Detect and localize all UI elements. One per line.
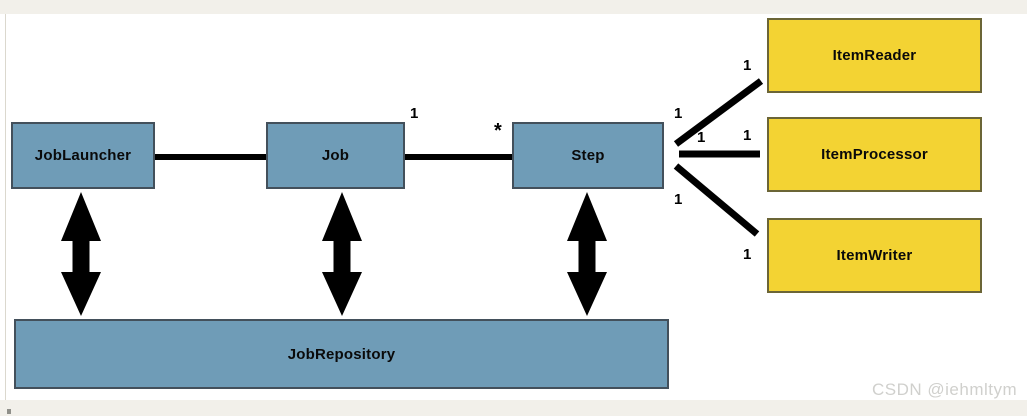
edge-step-itemwriter [673, 163, 760, 237]
multiplicity-step-many: * [494, 120, 502, 142]
multiplicity-step-writer-far: 1 [743, 246, 752, 263]
node-joblauncher: JobLauncher [11, 122, 155, 189]
multiplicity-step-reader-near: 1 [674, 105, 683, 122]
node-job-label: Job [321, 147, 350, 164]
node-job: Job [266, 122, 405, 189]
node-itemprocessor: ItemProcessor [767, 117, 982, 192]
node-jobrepository: JobRepository [14, 319, 669, 389]
node-itemprocessor-label: ItemProcessor [821, 146, 928, 163]
multiplicity-step-reader-far: 1 [743, 57, 752, 74]
double-arrow-job-jobrepository [322, 192, 362, 316]
multiplicity-step-processor-far: 1 [743, 127, 752, 144]
left-border-rule [5, 14, 6, 400]
multiplicity-job-one: 1 [410, 105, 419, 122]
double-arrow-joblauncher-jobrepository [61, 192, 101, 316]
node-itemwriter: ItemWriter [767, 218, 982, 293]
node-step: Step [512, 122, 664, 189]
multiplicity-step-processor-near: 1 [697, 129, 706, 146]
multiplicity-step-writer-near: 1 [674, 191, 683, 208]
node-itemreader-label: ItemReader [832, 47, 917, 64]
node-jobrepository-label: JobRepository [287, 345, 396, 363]
node-joblauncher-label: JobLauncher [34, 147, 132, 164]
node-itemwriter-label: ItemWriter [836, 247, 913, 264]
top-strip [0, 0, 1027, 14]
csdn-watermark: CSDN @iehmltym [872, 380, 1018, 399]
node-step-label: Step [571, 147, 605, 164]
double-arrow-step-jobrepository [567, 192, 607, 316]
node-itemreader: ItemReader [767, 18, 982, 93]
edge-step-itemreader [673, 78, 764, 147]
bottom-strip [0, 400, 1027, 416]
cursor-artifact [7, 409, 11, 414]
